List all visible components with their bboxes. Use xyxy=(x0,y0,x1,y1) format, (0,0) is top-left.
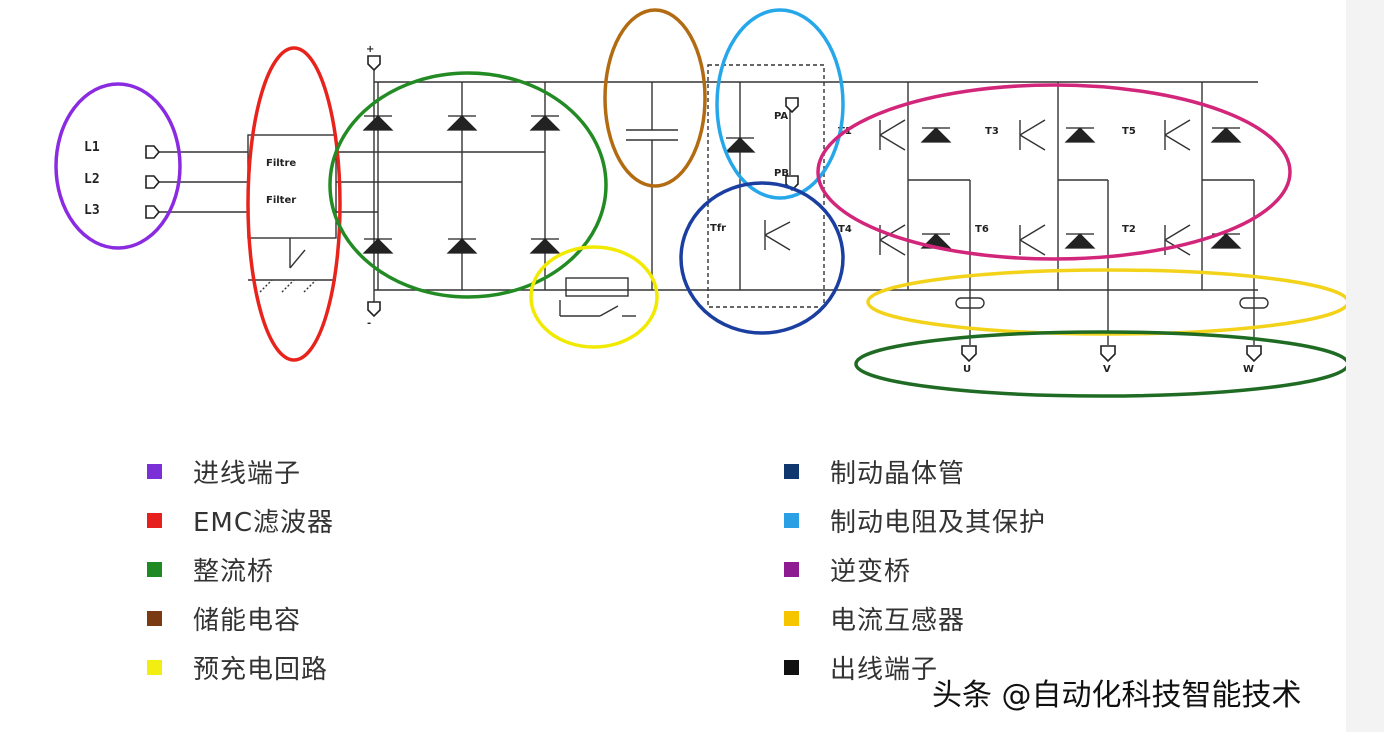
legend-item: 逆变桥 xyxy=(784,545,1046,594)
rectifier-bridge-highlight xyxy=(328,71,608,299)
legend-item: 电流互感器 xyxy=(784,594,1046,643)
legend-swatch xyxy=(147,513,162,528)
legend-label: 出线端子 xyxy=(830,655,939,685)
legend-label: 电流互感器 xyxy=(830,606,966,636)
legend-swatch xyxy=(784,660,799,675)
precharge-circuit-highlight xyxy=(529,245,659,349)
legend-swatch xyxy=(147,611,162,626)
output-label-w: W xyxy=(1243,364,1254,375)
inverter-circuit-diagram: L1 L2 L3 Filtre Filter + - PA PB Tfr T1 … xyxy=(54,8,1346,398)
emc-filter-highlight xyxy=(246,46,342,362)
rectifier-diodes xyxy=(362,115,1242,254)
current-sensor-highlight xyxy=(866,268,1346,336)
legend-item: EMC滤波器 xyxy=(147,496,334,545)
igbt-label-t3: T3 xyxy=(985,126,999,137)
legend-label: 逆变桥 xyxy=(830,557,912,587)
legend-swatch xyxy=(147,660,162,675)
legend-swatch xyxy=(147,562,162,577)
output-label-u: U xyxy=(963,364,971,375)
legend-swatch xyxy=(784,562,799,577)
legend-label: EMC滤波器 xyxy=(193,508,335,538)
brake-transistor-label: Tfr xyxy=(710,223,726,234)
legend-item: 出线端子 xyxy=(784,643,1046,692)
dc-minus-label: - xyxy=(367,318,371,329)
legend-label: 预充电回路 xyxy=(193,655,329,685)
igbt-label-t4: T4 xyxy=(838,224,852,235)
terminal-label-l1: L1 xyxy=(84,140,100,155)
storage-capacitor-highlight xyxy=(603,8,707,188)
igbt-label-t5: T5 xyxy=(1122,126,1136,137)
terminal-symbols xyxy=(145,55,1262,363)
filter-label-2: Filter xyxy=(266,195,296,206)
watermark: 头条 @自动化科技智能技术 xyxy=(932,678,1302,713)
input-terminals-highlight xyxy=(54,82,182,250)
brake-terminal-pb: PB xyxy=(774,168,789,179)
legend-swatch xyxy=(784,513,799,528)
legend-right-column: 制动晶体管 制动电阻及其保护 逆变桥 电流互感器 出线端子 xyxy=(784,447,1046,692)
filter-label-1: Filtre xyxy=(266,158,296,169)
legend-swatch xyxy=(147,464,162,479)
legend-left-column: 进线端子 EMC滤波器 整流桥 储能电容 预充电回路 xyxy=(147,447,334,692)
legend-item: 制动晶体管 xyxy=(784,447,1046,496)
legend-item: 制动电阻及其保护 xyxy=(784,496,1046,545)
legend-item: 储能电容 xyxy=(147,594,334,643)
igbt-label-t6: T6 xyxy=(975,224,989,235)
inverter-bridge-highlight xyxy=(816,83,1292,261)
legend-label: 进线端子 xyxy=(193,459,302,489)
legend-item: 预充电回路 xyxy=(147,643,334,692)
brake-terminal-pa: PA xyxy=(774,111,788,122)
legend-item: 整流桥 xyxy=(147,545,334,594)
terminal-label-l3: L3 xyxy=(84,203,100,218)
brake-transistor-highlight xyxy=(679,181,845,335)
igbt-label-t2: T2 xyxy=(1122,224,1136,235)
output-terminals-highlight xyxy=(854,330,1346,398)
legend-label: 储能电容 xyxy=(193,606,302,636)
legend-label: 制动晶体管 xyxy=(830,459,966,489)
output-label-v: V xyxy=(1103,364,1111,375)
legend-swatch xyxy=(784,464,799,479)
legend-label: 整流桥 xyxy=(193,557,275,587)
dc-plus-label: + xyxy=(366,44,374,55)
brake-resistor-highlight xyxy=(715,8,845,200)
terminal-label-l2: L2 xyxy=(84,172,100,187)
legend-label: 制动电阻及其保护 xyxy=(830,508,1047,538)
legend-item: 进线端子 xyxy=(147,447,334,496)
right-margin-strip xyxy=(1346,0,1384,732)
legend-swatch xyxy=(784,611,799,626)
